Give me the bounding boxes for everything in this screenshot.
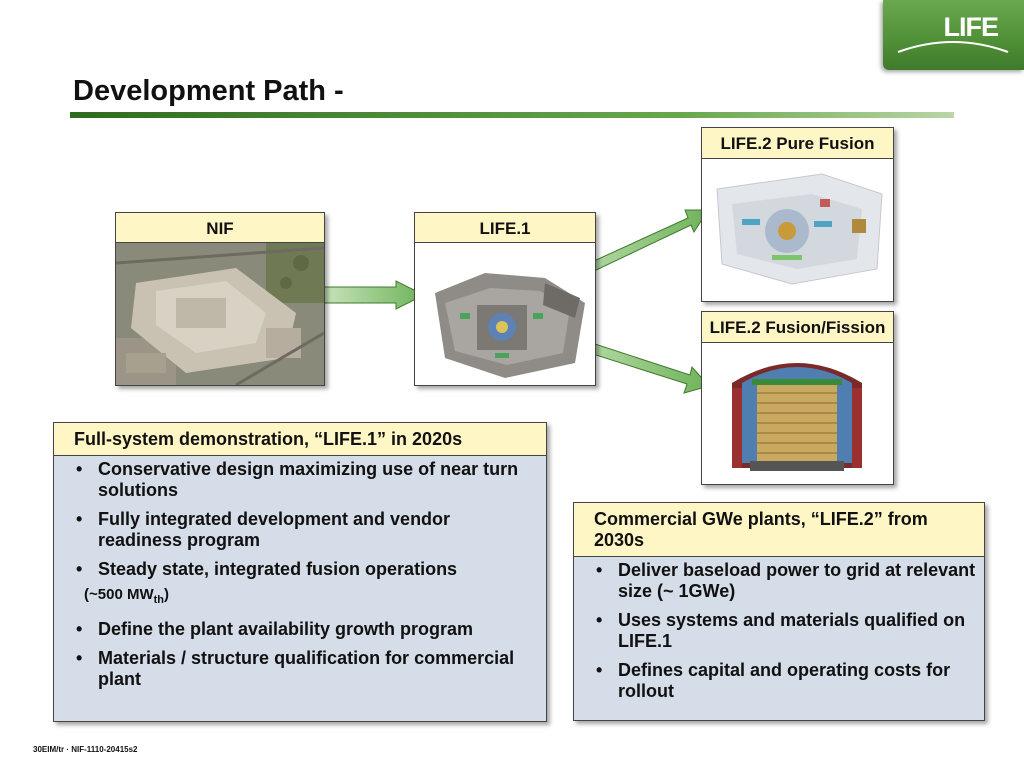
life1-bullet-list: •Conservative design maximizing use of n…	[54, 456, 546, 702]
fusion-fission-label: LIFE.2 Fusion/Fission	[702, 312, 893, 343]
slide-footer-id: 30EIM/tr · NIF-1110-20415s2	[33, 745, 138, 754]
bullet-icon: •	[596, 560, 603, 580]
life1-label: LIFE.1	[415, 213, 595, 243]
life1-plant-render	[415, 243, 595, 385]
power-note: (~500 MWth)	[84, 586, 169, 606]
pure-fusion-label: LIFE.2 Pure Fusion	[702, 128, 893, 159]
life1-box: LIFE.1	[414, 212, 596, 386]
fusion-fission-render	[702, 343, 893, 484]
life1-cutaway-image	[415, 243, 595, 385]
logo-arc-icon	[897, 41, 1009, 53]
life-logo: LIFE	[883, 0, 1024, 70]
pure-fusion-render	[702, 159, 893, 301]
bullet-icon: •	[76, 459, 83, 479]
life2-description-panel: Commercial GWe plants, “LIFE.2” from 203…	[573, 502, 985, 721]
bullet-icon: •	[76, 648, 83, 668]
list-item: •Materials / structure qualification for…	[76, 648, 515, 689]
nif-box: NIF	[115, 212, 325, 386]
list-item: •Conservative design maximizing use of n…	[76, 459, 519, 500]
fusion-fission-image	[702, 343, 893, 484]
title-underline	[70, 112, 954, 118]
nif-aerial-photo	[116, 243, 324, 385]
list-item: •Steady state, integrated fusion operati…	[76, 559, 458, 579]
pure-fusion-image	[702, 159, 893, 301]
list-item: •Deliver baseload power to grid at relev…	[596, 560, 976, 601]
list-item: •Fully integrated development and vendor…	[76, 509, 451, 550]
life1-description-panel: Full-system demonstration, “LIFE.1” in 2…	[53, 422, 547, 722]
bullet-icon: •	[596, 610, 603, 630]
life2-bullet-list: •Deliver baseload power to grid at relev…	[574, 557, 984, 714]
bullet-icon: •	[596, 660, 603, 680]
fusion-fission-box: LIFE.2 Fusion/Fission	[701, 311, 894, 485]
list-item: •Uses systems and materials qualified on…	[596, 610, 966, 651]
life1-panel-heading: Full-system demonstration, “LIFE.1” in 2…	[54, 423, 546, 456]
list-item: •Defines capital and operating costs for…	[596, 660, 951, 701]
bullet-icon: •	[76, 509, 83, 529]
life2-panel-heading: Commercial GWe plants, “LIFE.2” from 203…	[574, 503, 984, 557]
bullet-icon: •	[76, 559, 83, 579]
nif-facility-image	[116, 243, 324, 385]
arrow-nif-to-life1	[321, 280, 426, 310]
pure-fusion-box: LIFE.2 Pure Fusion	[701, 127, 894, 302]
logo-text: LIFE	[943, 12, 999, 42]
bullet-icon: •	[76, 619, 83, 639]
list-item: •Define the plant availability growth pr…	[76, 619, 474, 639]
page-title: Development Path -	[73, 75, 344, 107]
nif-label: NIF	[116, 213, 324, 243]
